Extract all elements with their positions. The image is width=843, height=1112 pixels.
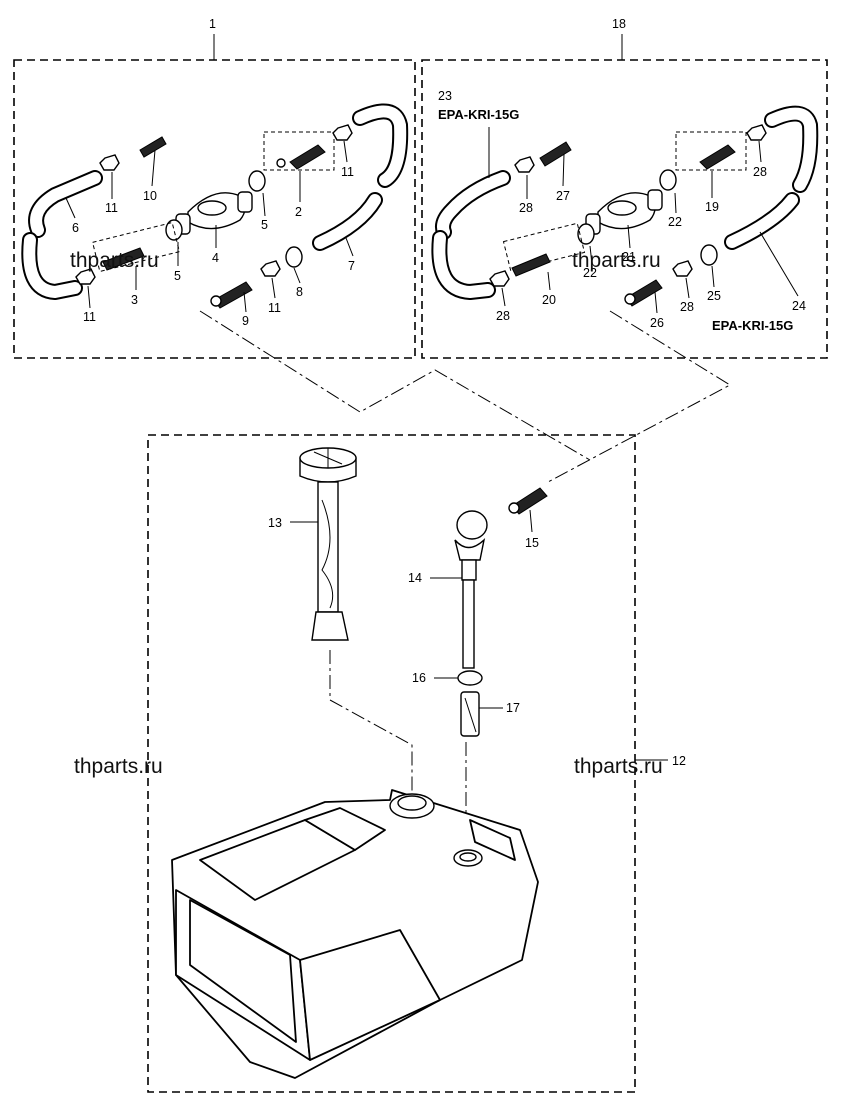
callout-28-b: 28 [753,165,767,179]
callout-28-a: 28 [519,201,533,215]
callout-24: 24 [792,299,806,313]
callout-tank-group: 12 [672,754,686,768]
hose-spec-24: EPA-KRI-15G [712,318,793,333]
watermark-top-right: thparts.ru [572,249,661,272]
callout-5-left: 5 [261,218,268,232]
callout-13: 13 [268,516,282,530]
callout-22-b: 22 [583,266,597,280]
right-kit-parts [431,105,819,307]
fuel-tank-body [171,789,539,1079]
callout-kit-left: 1 [209,17,216,31]
right-kit-box [421,59,828,359]
callout-16: 16 [412,671,426,685]
callout-27: 27 [556,189,570,203]
callout-14: 14 [408,571,422,585]
callout-2: 2 [295,205,302,219]
callout-22-a: 22 [668,215,682,229]
connector-15 [508,487,548,515]
callout-kit-right: 18 [612,17,626,31]
callout-21: 21 [622,250,636,264]
callout-5-left-b: 5 [174,269,181,283]
callout-11-d: 11 [268,301,281,315]
connector-chain-line [199,310,591,461]
callout-19: 19 [705,200,719,214]
callout-9: 9 [242,314,249,328]
callout-25: 25 [707,289,721,303]
callout-7: 7 [348,259,355,273]
fuel-gauge-13 [299,447,357,641]
left-kit-parts [21,103,409,309]
callout-17: 17 [506,701,520,715]
washer-16 [457,670,483,686]
callout-10: 10 [143,189,157,203]
callout-6: 6 [72,221,79,235]
watermark-mid-left: thparts.ru [74,755,163,778]
watermark-top-left: thparts.ru [70,249,159,272]
callout-4: 4 [212,251,219,265]
hose-spec-23: EPA-KRI-15G [438,107,519,122]
callout-3: 3 [131,293,138,307]
watermark-mid-right: thparts.ru [574,755,663,778]
callout-20: 20 [542,293,556,307]
callout-23: 23 [438,89,452,103]
pickup-chain-line [329,650,413,795]
callout-11-b: 11 [341,165,354,179]
pickup-tube-14 [454,510,488,669]
connector-chain-line-2 [547,310,732,483]
callout-8: 8 [296,285,303,299]
callout-28-d: 28 [680,300,694,314]
callout-11-c: 11 [83,310,96,324]
callout-28-c: 28 [496,309,510,323]
callout-26: 26 [650,316,664,330]
callout-15: 15 [525,536,539,550]
callout-11-a: 11 [105,201,118,215]
